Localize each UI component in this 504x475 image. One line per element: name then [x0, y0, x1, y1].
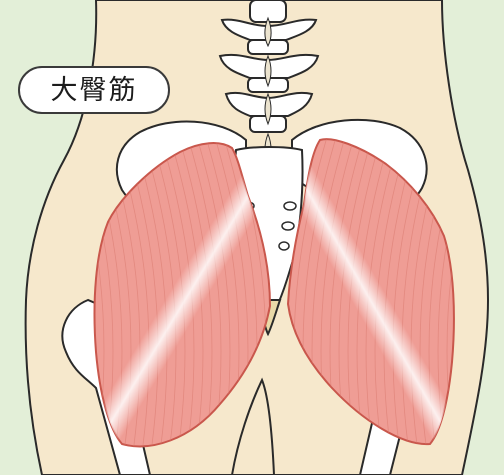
muscle-name-text: 大臀筋: [51, 77, 138, 104]
muscle-name-label: 大臀筋: [18, 66, 170, 114]
